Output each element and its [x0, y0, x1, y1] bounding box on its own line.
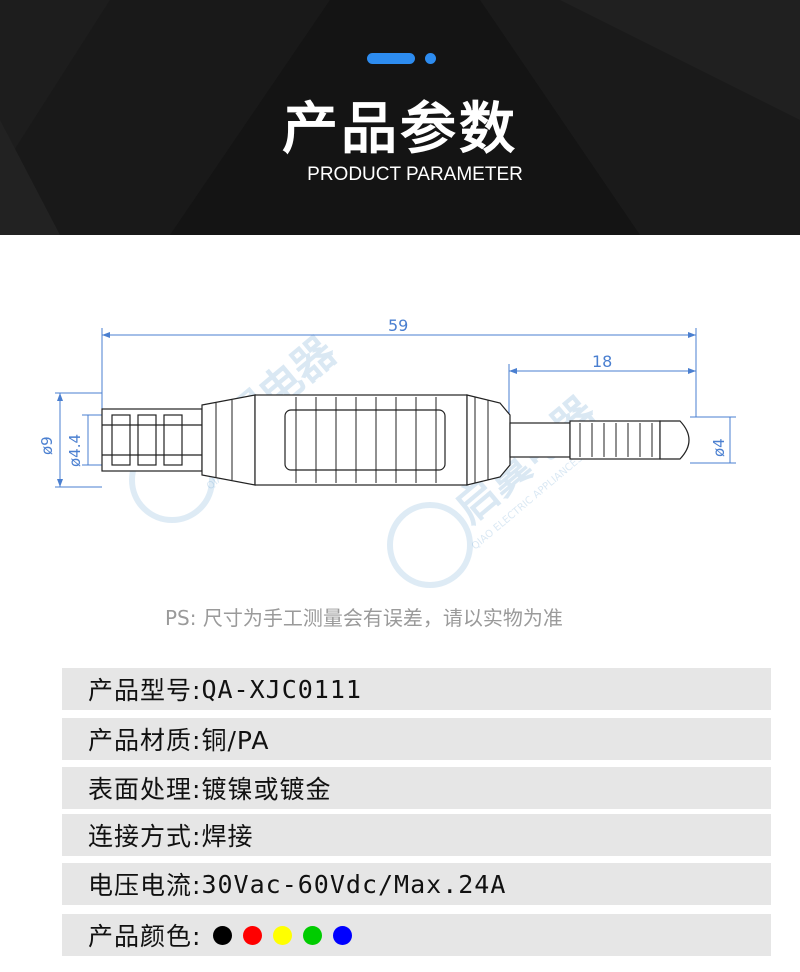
banner-background [0, 0, 800, 235]
spec-label: 表面处理: [88, 775, 202, 804]
header-banner: 产品参数 PRODUCT PARAMETER [0, 0, 800, 235]
color-swatch-yellow [273, 925, 293, 945]
dim-outer-diameter: ø9 [38, 436, 56, 455]
color-swatch-black [213, 925, 233, 945]
color-swatch-red [243, 925, 263, 945]
plug-ribs [215, 397, 653, 483]
color-swatches [213, 925, 363, 945]
color-swatch-blue [333, 925, 353, 945]
spec-label: 产品材质: [88, 726, 202, 755]
dim-inner-diameter: ø4.4 [66, 434, 84, 467]
spec-value: QA-XJC0111 [201, 674, 362, 704]
page-subtitle: PRODUCT PARAMETER [307, 164, 523, 185]
page-title: 产品参数 [282, 97, 518, 162]
dim-overall-length: 59 [388, 316, 408, 335]
spec-row-connection: 连接方式: 焊接 [62, 814, 771, 856]
dim-pin-length: 18 [592, 352, 612, 371]
plug-outline [101, 394, 690, 486]
spec-value: 镀镍或镀金 [201, 775, 332, 804]
measurement-note: PS: 尺寸为手工测量会有误差，请以实物为准 [165, 606, 563, 630]
accent-dot [425, 53, 436, 64]
spec-value: 铜/PA [201, 726, 270, 755]
spec-label: 连接方式: [88, 822, 202, 851]
spec-row-material: 产品材质: 铜/PA [62, 718, 771, 760]
color-swatch-green [303, 925, 323, 945]
spec-row-surface: 表面处理: 镀镍或镀金 [62, 767, 771, 809]
spec-row-model: 产品型号: QA-XJC0111 [62, 668, 771, 710]
spec-label: 产品型号: [88, 676, 202, 705]
accent-bar [367, 53, 415, 64]
spec-label: 电压电流: [88, 871, 202, 900]
spec-value: 焊接 [201, 822, 254, 851]
dimension-arrows [57, 332, 696, 487]
spec-label: 产品颜色: [88, 922, 202, 951]
spec-row-colors: 产品颜色: [62, 914, 771, 956]
dim-pin-diameter: ø4 [710, 438, 728, 457]
spec-row-voltage: 电压电流: 30Vac-60Vdc/Max.24A [62, 863, 771, 905]
technical-drawing: 启翼电器 启翼电器 QIAO ELECTRIC APPLIANCES QIAO … [38, 316, 736, 588]
spec-value: 30Vac-60Vdc/Max.24A [201, 869, 507, 899]
